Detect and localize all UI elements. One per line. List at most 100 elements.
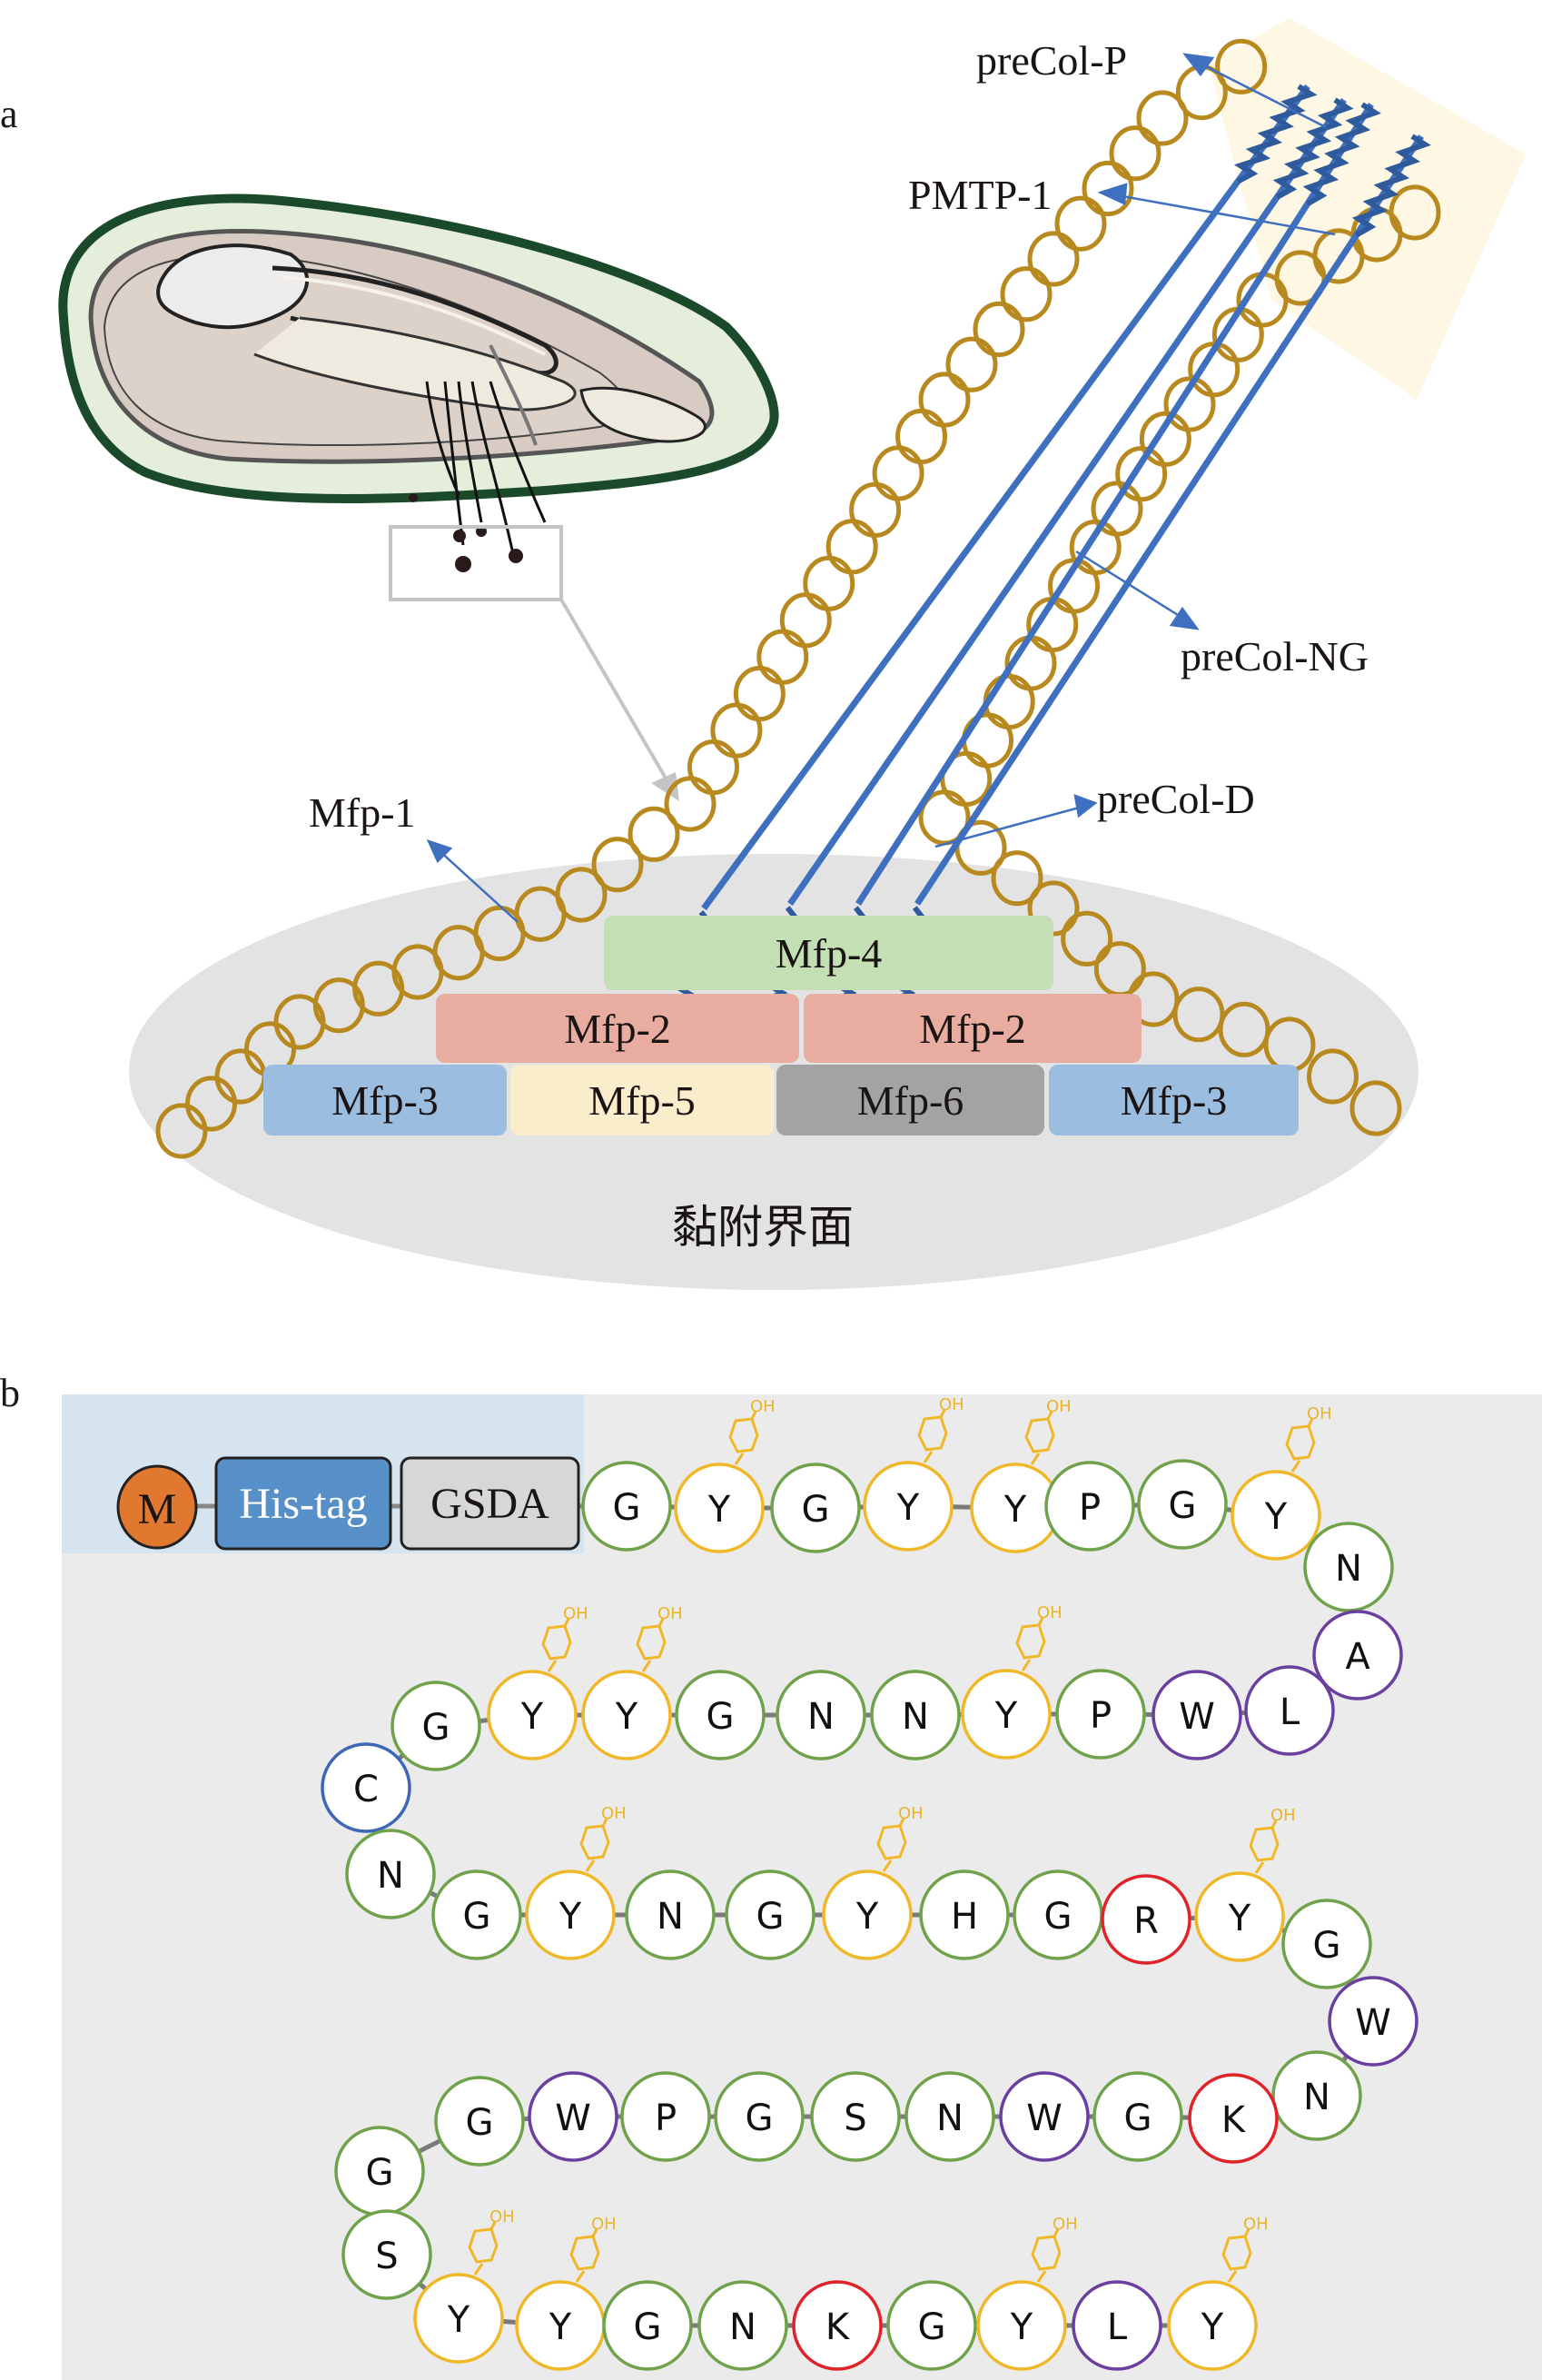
residue-y: OHY [487, 1604, 588, 1760]
residue-w: W [1328, 1976, 1418, 2067]
plaque-block-mfp-4 [604, 916, 1053, 990]
mfp1-left-bead [710, 702, 763, 759]
residue-letter: S [844, 2097, 866, 2139]
plaque-block-mfp-3 [263, 1065, 507, 1135]
residue-letter: Y [1264, 1496, 1288, 1538]
residue-circle [581, 1670, 672, 1760]
residue-letter: G [466, 2102, 494, 2144]
collagen-fiber [787, 98, 1347, 906]
residue-g: G [1281, 1899, 1372, 1989]
residue-circle [1312, 1610, 1403, 1701]
residue-s: S [341, 2209, 432, 2300]
mfp1-right-bead [1389, 184, 1441, 241]
residue-letter: C [353, 1769, 379, 1810]
mfp1-left-bead [591, 837, 644, 893]
residue-circle [976, 2280, 1067, 2371]
residue-circle [919, 1869, 1010, 1960]
residue-letter: W [1026, 2097, 1063, 2139]
tyrosine-ring-icon [541, 1624, 572, 1661]
residue-g: G [390, 1681, 481, 1771]
residue-circle [675, 1670, 766, 1760]
residue-circle [413, 2273, 504, 2364]
residue-letter: P [655, 2097, 677, 2139]
mfp1-left-bead [1027, 231, 1080, 287]
peptide-bond [1274, 1512, 1350, 1570]
residue-letter: Y [558, 1896, 582, 1938]
collagen-fiber-domain [1233, 84, 1318, 184]
residue-w: W [1152, 1670, 1242, 1760]
tyrosine-ring-icon [569, 2235, 600, 2271]
mfp1-left-bead [155, 1103, 208, 1159]
residue-letter: P [1079, 1487, 1101, 1529]
residue-letter: Y [896, 1487, 920, 1529]
hydroxyl-label: OH [601, 1804, 627, 1823]
mfp1-right-bead [1061, 910, 1113, 967]
residue-n: N [345, 1829, 436, 1919]
residue-circle [1072, 2280, 1162, 2371]
residue-letter: G [634, 2306, 662, 2348]
peptide-bond [378, 2118, 481, 2174]
residue-w: W [999, 2071, 1090, 2162]
residue-letter: Y [1010, 2306, 1033, 2348]
residue-letter: H [951, 1896, 978, 1938]
plaque-block-label: Mfp-3 [1121, 1077, 1228, 1124]
residue-letter: P [1090, 1695, 1112, 1737]
residue-g: G [581, 1461, 672, 1552]
residue-letter: G [613, 1487, 641, 1529]
peptide-bond [1324, 1942, 1376, 2023]
peptide-bond [1196, 1708, 1290, 1718]
tag-region-background [62, 1394, 584, 1553]
tag-label: His-tag [239, 1480, 367, 1528]
residue-letter: N [1335, 1548, 1362, 1590]
residue-circle [390, 1681, 481, 1771]
residue-g: G [1013, 1869, 1103, 1960]
peptide-bond [626, 1503, 720, 1511]
residue-y: OHY [961, 1603, 1063, 1760]
residue-g: G [770, 1463, 861, 1553]
tyrosine-ring-icon [1024, 1417, 1055, 1453]
hydroxyl-label: OH [1270, 1806, 1296, 1825]
residue-y: OHY [1194, 1806, 1296, 1962]
panel-b-label: b [0, 1371, 20, 1415]
residue-circle [1044, 1461, 1135, 1552]
zoom-arrow-line [559, 598, 669, 783]
residue-circle [434, 2076, 525, 2167]
mfp1-left-bead [872, 445, 924, 501]
peptide-bond [1145, 1914, 1241, 1922]
collagen-fiber [855, 103, 1374, 906]
peptide-bond [1315, 2019, 1375, 2097]
residue-g: G [675, 1670, 766, 1760]
tyrosine-ring-icon [728, 1417, 759, 1453]
peptide-bond [435, 1712, 533, 1729]
residue-y: OHY [970, 1397, 1072, 1553]
residue-circle [970, 1463, 1061, 1553]
residue-circle [1055, 1669, 1146, 1760]
residue-letter: R [1133, 1900, 1159, 1942]
residue-letter: N [807, 1696, 835, 1738]
hydroxyl-label: OH [1037, 1603, 1063, 1622]
residue-circle [1101, 1874, 1191, 1965]
peptide-bond [1232, 2093, 1318, 2121]
hydroxyl-label: OH [657, 1604, 683, 1623]
mfp1-left-bead [733, 666, 786, 722]
residue-n: N [904, 2071, 995, 2162]
hydroxyl-label: OH [1046, 1397, 1072, 1416]
residue-g: G [431, 1869, 522, 1960]
plaque-block-label: Mfp-5 [588, 1077, 696, 1124]
peptide-bond [377, 2170, 390, 2256]
residue-circle [525, 1869, 616, 1960]
residue-circle [1231, 1470, 1321, 1561]
peptide-bond [389, 1871, 479, 1918]
residue-circle [1244, 1665, 1335, 1756]
residue-letter: N [729, 2306, 756, 2348]
residue-circle [321, 1742, 411, 1833]
residue-letter: G [1044, 1896, 1072, 1938]
residue-letter: W [1179, 1696, 1215, 1738]
residue-letter: N [1303, 2077, 1330, 2118]
residue-k: K [1188, 2073, 1279, 2164]
residue-letter: Y [520, 1696, 544, 1738]
residue-y: OHY [674, 1397, 776, 1553]
hydroxyl-label: OH [591, 2215, 617, 2234]
